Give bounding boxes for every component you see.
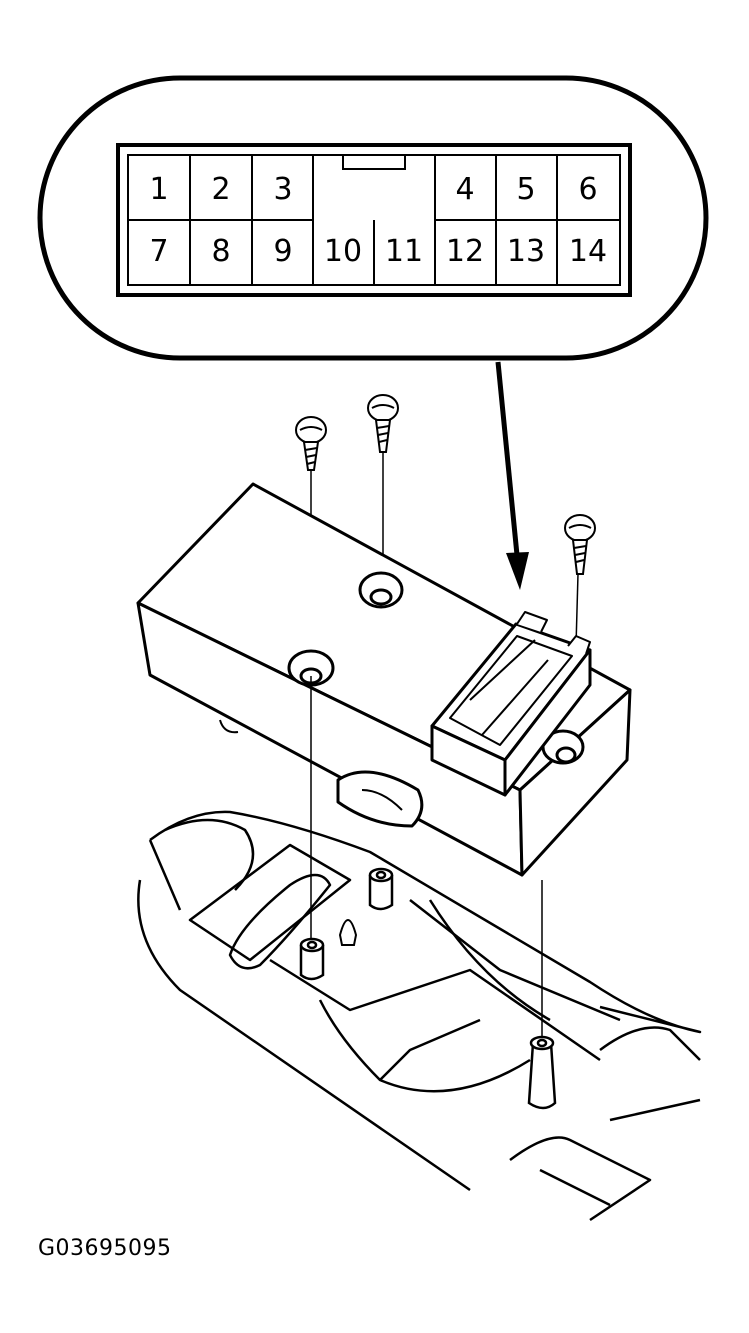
mounting-boss-left bbox=[299, 937, 325, 981]
locating-pin bbox=[338, 919, 358, 946]
connector-lock-tab bbox=[342, 154, 406, 170]
connector-face bbox=[116, 143, 632, 297]
pin-label: 9 bbox=[273, 234, 292, 269]
pin-label: 1 bbox=[149, 172, 168, 207]
screw-center bbox=[367, 394, 399, 600]
pin-label: 10 bbox=[324, 234, 362, 269]
pin-label: 12 bbox=[446, 234, 484, 269]
pin-label: 7 bbox=[149, 234, 168, 269]
pin-label: 6 bbox=[578, 172, 597, 207]
connector-pin-labels: 1 2 3 4 5 6 7 8 9 10 11 12 13 14 bbox=[149, 172, 607, 269]
pin-label: 3 bbox=[273, 172, 292, 207]
figure-code: G03695095 bbox=[38, 1236, 172, 1261]
mounting-boss-right bbox=[527, 880, 557, 1110]
mounting-boss-center bbox=[368, 867, 394, 911]
pin-label: 4 bbox=[455, 172, 474, 207]
callout-arrow bbox=[495, 361, 529, 590]
door-panel-base bbox=[137, 810, 702, 1222]
pin-label: 8 bbox=[211, 234, 230, 269]
pin-label: 5 bbox=[516, 172, 535, 207]
pin-label: 11 bbox=[385, 234, 423, 269]
pin-label: 2 bbox=[211, 172, 230, 207]
connector-callout: 1 2 3 4 5 6 7 8 9 10 11 12 13 14 bbox=[37, 75, 709, 361]
switch-connector-housing bbox=[430, 611, 592, 797]
pin-label: 13 bbox=[507, 234, 545, 269]
pin-label: 14 bbox=[569, 234, 607, 269]
